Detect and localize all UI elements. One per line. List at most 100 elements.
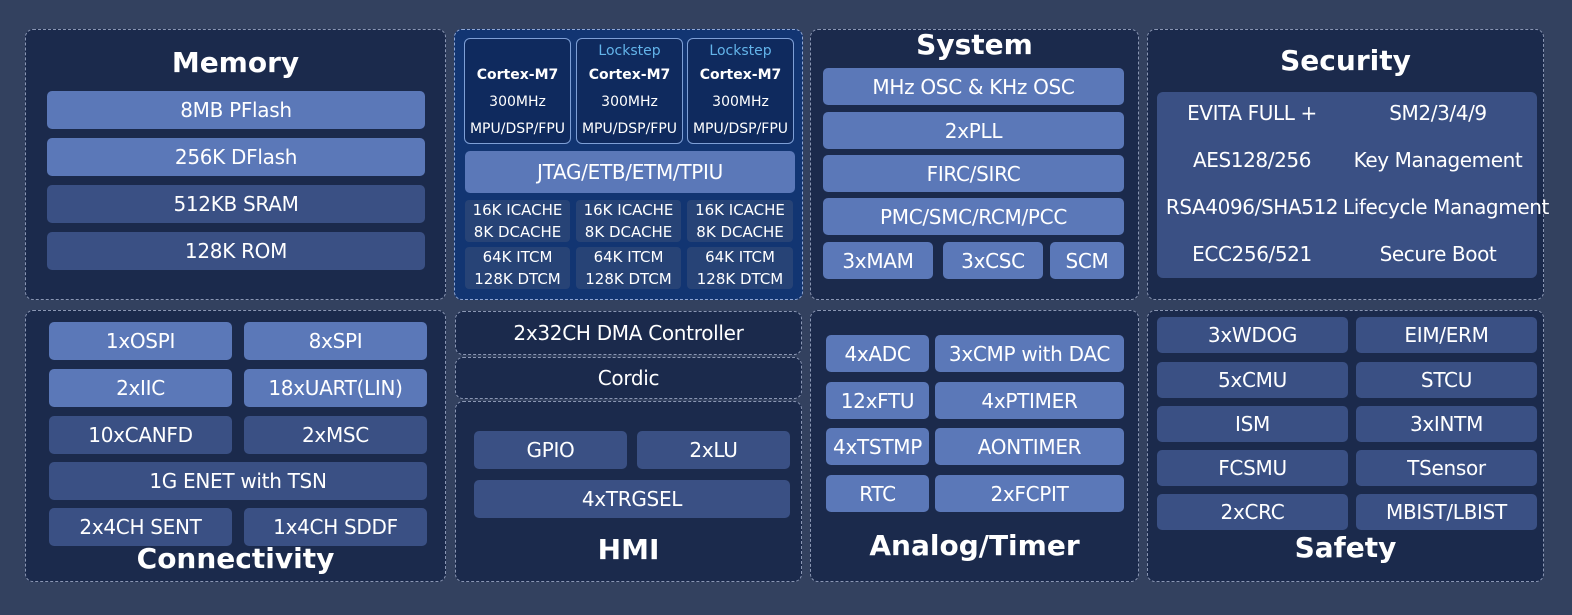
safety-panel: 3xWDOG EIM/ERM 5xCMU STCU ISM 3xINTM FCS… — [1147, 310, 1544, 582]
security-item: AES128/256 — [1192, 148, 1312, 172]
system-panel: System MHz OSC & KHz OSC 2xPLL FIRC/SIRC… — [810, 28, 1139, 300]
core-features: MPU/DSP/FPU — [469, 121, 566, 137]
memory-panel: Memory 8MB PFlash 256K DFlash 512KB SRAM… — [25, 29, 446, 300]
core-lockstep-label: Lockstep — [709, 43, 772, 59]
connectivity-block-sent: 2x4CH SENT — [49, 508, 232, 546]
analog-block-aontimer: AONTIMER — [935, 428, 1124, 465]
security-feature-box: EVITA FULL + AES128/256 RSA4096/SHA512 E… — [1157, 92, 1549, 278]
memory-block-rom: 128K ROM — [47, 232, 425, 270]
icache-label: 16K ICACHE — [472, 201, 563, 219]
security-item: EVITA FULL + — [1187, 101, 1317, 125]
core-name: Cortex-M7 — [476, 67, 559, 83]
memory-block-dflash: 256K DFlash — [47, 138, 425, 176]
safety-block-stcu: STCU — [1356, 362, 1537, 398]
safety-block-bist: MBIST/LBIST — [1356, 494, 1537, 530]
cordic-panel: Cordic — [455, 357, 802, 399]
analog-block-adc: 4xADC — [826, 335, 929, 372]
system-block-irc: FIRC/SIRC — [823, 155, 1124, 192]
itcm-label: 64K ITCM — [482, 248, 553, 266]
dtcm-label: 128K DTCM — [696, 270, 784, 288]
dcache-label: 8K DCACHE — [473, 223, 562, 241]
core-tcm-block: 64K ITCM 128K DTCM — [465, 247, 570, 289]
analog-timer-panel: 4xADC 3xCMP with DAC 12xFTU 4xPTIMER 4xT… — [810, 310, 1139, 582]
itcm-label: 64K ITCM — [705, 248, 775, 266]
connectivity-block-enet: 1G ENET with TSN — [49, 462, 427, 500]
connectivity-block-canfd: 10xCANFD — [49, 416, 232, 454]
analog-block-fcpit: 2xFCPIT — [935, 475, 1124, 512]
dma-controller-label: 2x32CH DMA Controller — [513, 321, 744, 345]
safety-block-eim: EIM/ERM — [1356, 317, 1537, 353]
core-features: MPU/DSP/FPU — [692, 121, 789, 137]
dma-panel: 2x32CH DMA Controller — [455, 311, 802, 355]
core-name: Cortex-M7 — [588, 67, 671, 83]
security-item: Lifecycle Managment — [1343, 195, 1549, 219]
icache-label: 16K ICACHE — [695, 201, 785, 219]
safety-block-wdog: 3xWDOG — [1157, 317, 1348, 353]
connectivity-block-spi: 8xSPI — [244, 322, 427, 360]
system-block-scm: SCM — [1050, 242, 1124, 279]
core-frequency: 300MHz — [489, 94, 546, 110]
core-cortex-m7-2: Lockstep Cortex-M7 300MHz MPU/DSP/FPU — [576, 38, 683, 144]
icache-label: 16K ICACHE — [583, 201, 674, 219]
system-block-pll: 2xPLL — [823, 112, 1124, 149]
dcache-label: 8K DCACHE — [584, 223, 673, 241]
dcache-label: 8K DCACHE — [696, 223, 784, 241]
core-debug-block: JTAG/ETB/ETM/TPIU — [465, 151, 795, 193]
core-frequency: 300MHz — [601, 94, 658, 110]
security-item: RSA4096/SHA512 — [1165, 195, 1339, 219]
system-block-csc: 3xCSC — [943, 242, 1043, 279]
core-panel: Cortex-M7 300MHz MPU/DSP/FPU Lockstep Co… — [454, 29, 803, 300]
itcm-label: 64K ITCM — [593, 248, 664, 266]
core-frequency: 300MHz — [712, 94, 769, 110]
core-features: MPU/DSP/FPU — [581, 121, 678, 137]
security-item: Key Management — [1353, 148, 1523, 172]
security-title: Security — [1280, 44, 1411, 77]
safety-title: Safety — [1294, 531, 1397, 564]
hmi-panel: GPIO 2xLU 4xTRGSEL HMI — [455, 401, 802, 582]
cordic-label: Cordic — [597, 366, 660, 390]
security-item: ECC256/521 — [1192, 242, 1312, 266]
connectivity-title: Connectivity — [136, 542, 335, 575]
core-lockstep-label: Lockstep — [598, 43, 661, 59]
system-block-mam: 3xMAM — [823, 242, 933, 279]
connectivity-block-sddf: 1x4CH SDDF — [244, 508, 427, 546]
core-tcm-block: 64K ITCM 128K DTCM — [687, 247, 793, 289]
core-name: Cortex-M7 — [699, 67, 782, 83]
safety-block-ism: ISM — [1157, 406, 1348, 442]
core-cortex-m7-3: Lockstep Cortex-M7 300MHz MPU/DSP/FPU — [687, 38, 794, 144]
core-cache-block: 16K ICACHE 8K DCACHE — [576, 200, 681, 242]
safety-block-crc: 2xCRC — [1157, 494, 1348, 530]
core-cortex-m7-1: Cortex-M7 300MHz MPU/DSP/FPU — [464, 38, 571, 144]
dtcm-label: 128K DTCM — [585, 270, 672, 288]
analog-block-ftu: 12xFTU — [826, 382, 929, 419]
core-cache-block: 16K ICACHE 8K DCACHE — [465, 200, 570, 242]
hmi-title: HMI — [597, 533, 660, 566]
security-panel: Security EVITA FULL + AES128/256 RSA4096… — [1147, 29, 1549, 300]
memory-title: Memory — [171, 46, 300, 79]
analog-block-ptimer: 4xPTIMER — [935, 382, 1124, 419]
hmi-block-trgsel: 4xTRGSEL — [474, 480, 790, 518]
memory-block-sram: 512KB SRAM — [47, 185, 425, 223]
system-block-pmc: PMC/SMC/RCM/PCC — [823, 198, 1124, 235]
system-title: System — [916, 28, 1033, 61]
connectivity-block-iic: 2xIIC — [49, 369, 232, 407]
security-item: Secure Boot — [1379, 242, 1497, 266]
connectivity-panel: 1xOSPI 8xSPI 2xIIC 18xUART(LIN) 10xCANFD… — [25, 310, 446, 582]
hmi-block-lu: 2xLU — [637, 431, 790, 469]
dtcm-label: 128K DTCM — [474, 270, 561, 288]
security-item: SM2/3/4/9 — [1389, 101, 1487, 125]
memory-block-pflash: 8MB PFlash — [47, 91, 425, 129]
analog-timer-title: Analog/Timer — [869, 529, 1080, 562]
safety-block-intm: 3xINTM — [1356, 406, 1537, 442]
system-block-osc: MHz OSC & KHz OSC — [823, 68, 1124, 105]
safety-block-tsensor: TSensor — [1356, 450, 1537, 486]
analog-block-rtc: RTC — [826, 475, 929, 512]
connectivity-block-uart: 18xUART(LIN) — [244, 369, 427, 407]
safety-block-cmu: 5xCMU — [1157, 362, 1348, 398]
core-tcm-block: 64K ITCM 128K DTCM — [576, 247, 681, 289]
connectivity-block-msc: 2xMSC — [244, 416, 427, 454]
hmi-block-gpio: GPIO — [474, 431, 627, 469]
core-cache-block: 16K ICACHE 8K DCACHE — [687, 200, 793, 242]
analog-block-tstmp: 4xTSTMP — [826, 428, 929, 465]
connectivity-block-ospi: 1xOSPI — [49, 322, 232, 360]
